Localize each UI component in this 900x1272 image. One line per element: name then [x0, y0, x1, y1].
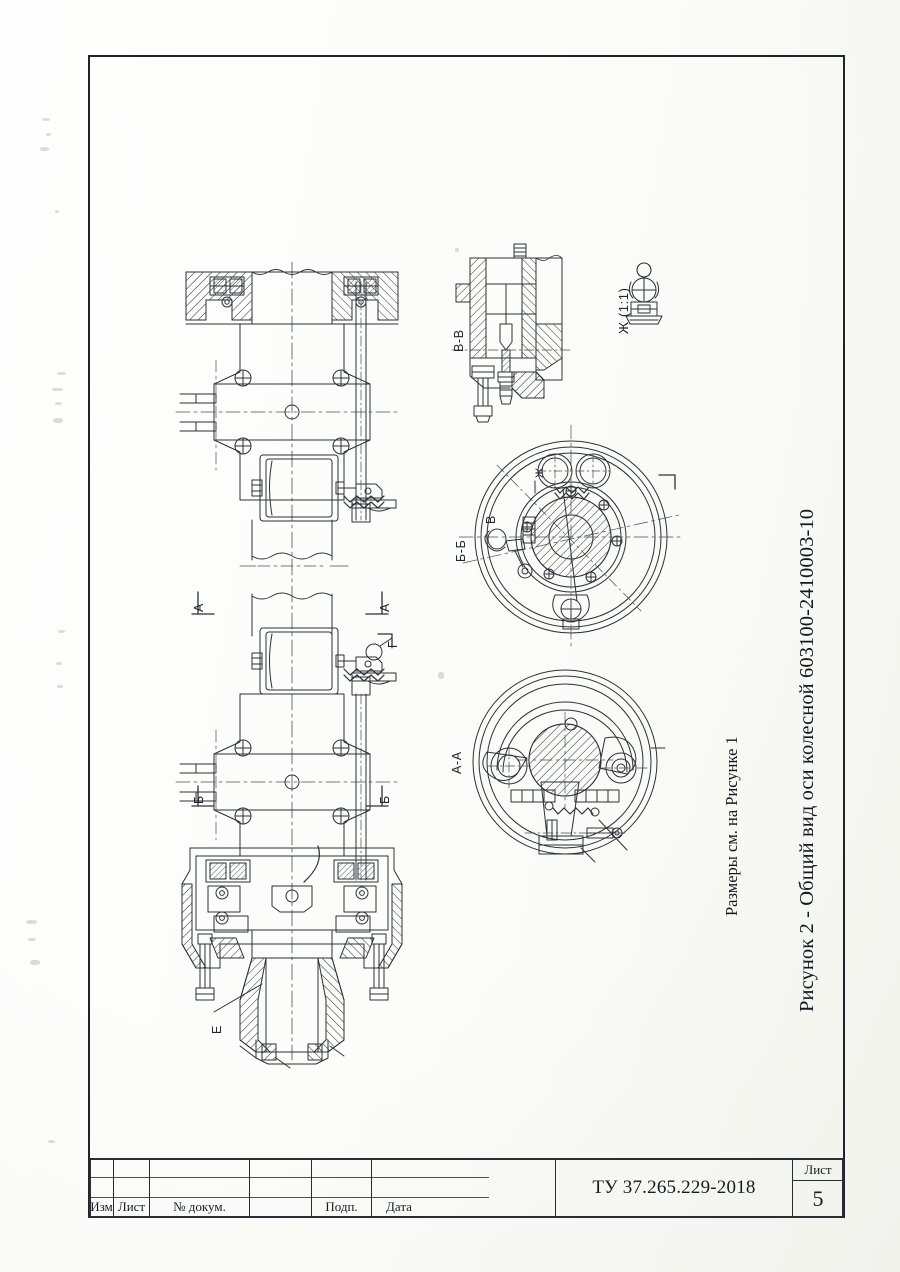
detail-marker-zh: Ж: [534, 467, 546, 478]
title-block-header-podp: Подп.: [325, 1198, 358, 1214]
title-block-grid: [89, 1158, 844, 1219]
section-marker-b-left: Б: [192, 795, 206, 804]
document-designation: ТУ 37.265.229-2018: [592, 1176, 756, 1198]
drawing-sheet-frame: [88, 55, 845, 1218]
detail-label-zh: Ж (1:1): [616, 287, 631, 334]
figure-caption: Рисунок 2 - Общий вид оси колесной 60310…: [796, 508, 818, 1012]
section-marker-v: В: [484, 515, 498, 524]
title-block-header-list: Лист: [117, 1198, 146, 1214]
title-block-header-izm: Изм: [90, 1198, 113, 1214]
detail-marker-g: Г: [386, 640, 400, 648]
sheet-label: Лист: [804, 1161, 832, 1177]
detail-marker-e: Е: [210, 1025, 224, 1034]
title-block-header-data: Дата: [386, 1198, 412, 1214]
title-block: Изм Лист № докум. Подп. Дата ТУ 37.265.2…: [89, 1158, 844, 1219]
section-label-vv: В-В: [452, 329, 466, 352]
title-block-header-nomdok: № докум.: [173, 1198, 226, 1214]
section-label-aa: А-А: [450, 751, 464, 774]
figure-note: Размеры см. на Рисунке 1: [722, 736, 741, 916]
sheet-number: 5: [812, 1185, 824, 1211]
section-marker-a-left: А: [192, 603, 206, 612]
section-label-bb: Б-Б: [454, 539, 468, 562]
section-marker-a-right: А: [378, 603, 392, 612]
section-marker-b-right: Б: [378, 795, 392, 804]
